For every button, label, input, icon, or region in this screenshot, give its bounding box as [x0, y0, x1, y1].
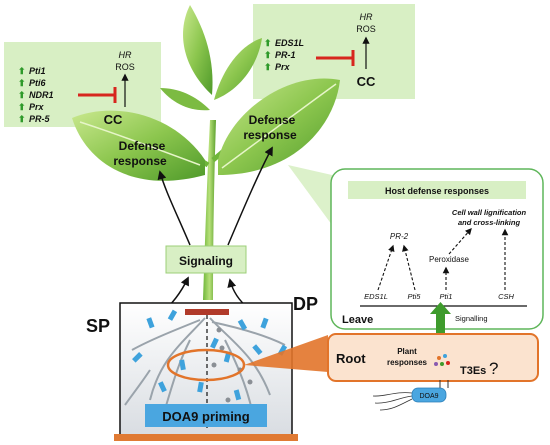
- gene-label: PR-5: [29, 114, 50, 124]
- svg-text:⬆: ⬆: [18, 78, 26, 88]
- left-gene-panel: ⬆ Pti1 ⬆ Pti6 ⬆ NDR1 ⬆ Prx ⬆ PR-5 HR ROS: [4, 42, 161, 127]
- plant-responses-label: Plant: [397, 347, 417, 356]
- doa9-label: DOA9: [419, 393, 438, 400]
- signaling-box: Signaling: [165, 245, 247, 274]
- svg-text:⬆: ⬆: [264, 50, 272, 60]
- left-gene-list: ⬆ Pti1 ⬆ Pti6 ⬆ NDR1 ⬆ Prx ⬆ PR-5: [18, 66, 54, 124]
- question-mark: ?: [489, 359, 498, 378]
- cell-wall-label: and cross-linking: [458, 218, 521, 227]
- response-label-left: response: [113, 154, 167, 168]
- defense-label-left: Defense: [119, 139, 166, 153]
- hr-label: HR: [360, 12, 373, 22]
- plant-responses-label: responses: [387, 358, 428, 367]
- sp-label: SP: [86, 316, 110, 336]
- svg-text:⬆: ⬆: [18, 90, 26, 100]
- gene-label: Prx: [275, 62, 291, 72]
- svg-text:⬆: ⬆: [18, 114, 26, 124]
- pr2-label: PR-2: [390, 232, 409, 241]
- signalling-label: Signalling: [455, 314, 488, 323]
- svg-text:⬆: ⬆: [264, 62, 272, 72]
- leaf-callout: [288, 165, 332, 225]
- gene-label: Pti1: [440, 292, 453, 301]
- svg-text:⬆: ⬆: [264, 38, 272, 48]
- up-arrow-icon: ⬆: [264, 62, 272, 72]
- gene-label: Pti6: [29, 78, 47, 88]
- priming-box: DOA9 priming: [145, 404, 267, 427]
- cc-label: CC: [357, 74, 376, 89]
- gene-label: EDS1L: [275, 38, 304, 48]
- hr-label: HR: [119, 50, 132, 60]
- root-panel: Root Plant responses T3Es ?: [327, 333, 539, 382]
- up-arrow-icon: ⬆: [264, 50, 272, 60]
- green-up-arrow-icon: [430, 302, 451, 334]
- ros-label: ROS: [356, 24, 376, 34]
- cell-wall-label: Cell wall lignification: [452, 208, 527, 217]
- t3e-dots-icon: [434, 354, 450, 366]
- gene-label: NDR1: [29, 90, 54, 100]
- plant-illustration: [72, 5, 340, 300]
- up-arrow-icon: ⬆: [18, 90, 26, 100]
- host-panel-title: Host defense responses: [385, 186, 489, 196]
- up-arrow-icon: ⬆: [18, 102, 26, 112]
- signal-arrow: [157, 170, 191, 246]
- cc-label: CC: [104, 112, 123, 127]
- gene-label: PR-1: [275, 50, 296, 60]
- right-gene-list: ⬆ EDS1L ⬆ PR-1 ⬆ Prx: [264, 38, 304, 72]
- gene-label: Pti5: [408, 292, 422, 301]
- up-arrow-icon: ⬆: [18, 78, 26, 88]
- up-arrow-icon: ⬆: [18, 66, 26, 76]
- doa9-bacterium-icon: DOA9: [372, 380, 449, 411]
- host-defense-panel: Host defense responses Cell wall lignifi…: [330, 168, 544, 330]
- gene-label: Pti1: [29, 66, 46, 76]
- signal-arrow: [227, 146, 273, 246]
- defense-label-right: Defense: [249, 113, 296, 127]
- up-arrow-icon: ⬆: [264, 38, 272, 48]
- priming-label: DOA9 priming: [162, 409, 249, 424]
- gene-label: CSH: [498, 292, 514, 301]
- peroxidase-label: Peroxidase: [429, 255, 470, 264]
- leave-label: Leave: [342, 314, 373, 326]
- t3es-label: T3Es: [460, 365, 486, 377]
- up-arrow-icon: ⬆: [18, 114, 26, 124]
- svg-text:⬆: ⬆: [18, 102, 26, 112]
- svg-text:⬆: ⬆: [18, 66, 26, 76]
- gene-label: Prx: [29, 102, 45, 112]
- root-label: Root: [336, 351, 366, 366]
- signaling-label: Signaling: [179, 254, 233, 268]
- dp-label: DP: [293, 294, 318, 314]
- ros-label: ROS: [115, 62, 135, 72]
- gene-label: EDS1L: [364, 292, 388, 301]
- response-label-right: response: [243, 128, 297, 142]
